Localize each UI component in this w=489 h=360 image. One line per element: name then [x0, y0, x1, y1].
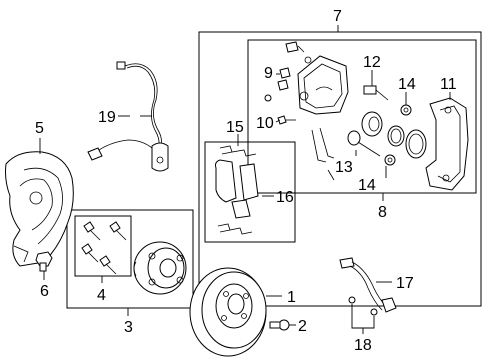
callout-4: 4 [97, 287, 106, 304]
boot-lower [384, 154, 396, 178]
callout-6: 6 [40, 283, 49, 300]
callout-19: 19 [98, 109, 116, 126]
callout-5: 5 [35, 120, 44, 137]
caliper-bracket [425, 92, 469, 191]
group-box-8 [247, 39, 477, 201]
callout-2: 2 [298, 318, 307, 335]
callout-13: 13 [335, 159, 353, 176]
callout-17: 17 [396, 275, 414, 292]
caliper-piston [361, 111, 383, 137]
dust-shield [5, 138, 74, 267]
callout-10: 10 [256, 115, 274, 132]
brake-hose [339, 257, 397, 334]
caliper-body [285, 41, 349, 115]
wheel-hub [133, 241, 187, 295]
callout-7: 7 [333, 8, 342, 25]
callout-18: 18 [354, 337, 372, 354]
callout-9: 9 [264, 65, 273, 82]
rotor-screw [269, 319, 296, 331]
callout-11: 11 [440, 76, 457, 93]
guide-bolt [264, 94, 296, 125]
callout-3: 3 [124, 319, 133, 336]
callout-14-upper: 14 [398, 76, 416, 93]
piston-seal-ring [387, 125, 405, 147]
group-box-4 [74, 215, 132, 283]
pad-spring-clips [311, 127, 335, 181]
group-box-3 [66, 209, 194, 316]
callout-8: 8 [378, 204, 387, 221]
boot-upper [400, 92, 412, 116]
guide-pin-13 [347, 130, 381, 157]
hub-bolts [81, 221, 127, 275]
leader-10 [275, 119, 281, 123]
shield-bolt [35, 251, 53, 280]
group-box-7 [198, 25, 482, 307]
abs-sensor-wire [87, 61, 169, 172]
dust-boot-ring [405, 129, 427, 159]
brake-pads [215, 134, 274, 235]
callout-15: 15 [226, 119, 244, 136]
callout-16: 16 [276, 189, 294, 206]
brake-rotor [189, 267, 282, 357]
callout-1: 1 [287, 289, 296, 306]
group-box-pads [204, 141, 296, 243]
callout-12: 12 [363, 54, 381, 71]
bleeder-screw [277, 67, 291, 91]
callout-14-lower: 14 [358, 177, 376, 194]
guide-pin-12 [363, 70, 389, 101]
